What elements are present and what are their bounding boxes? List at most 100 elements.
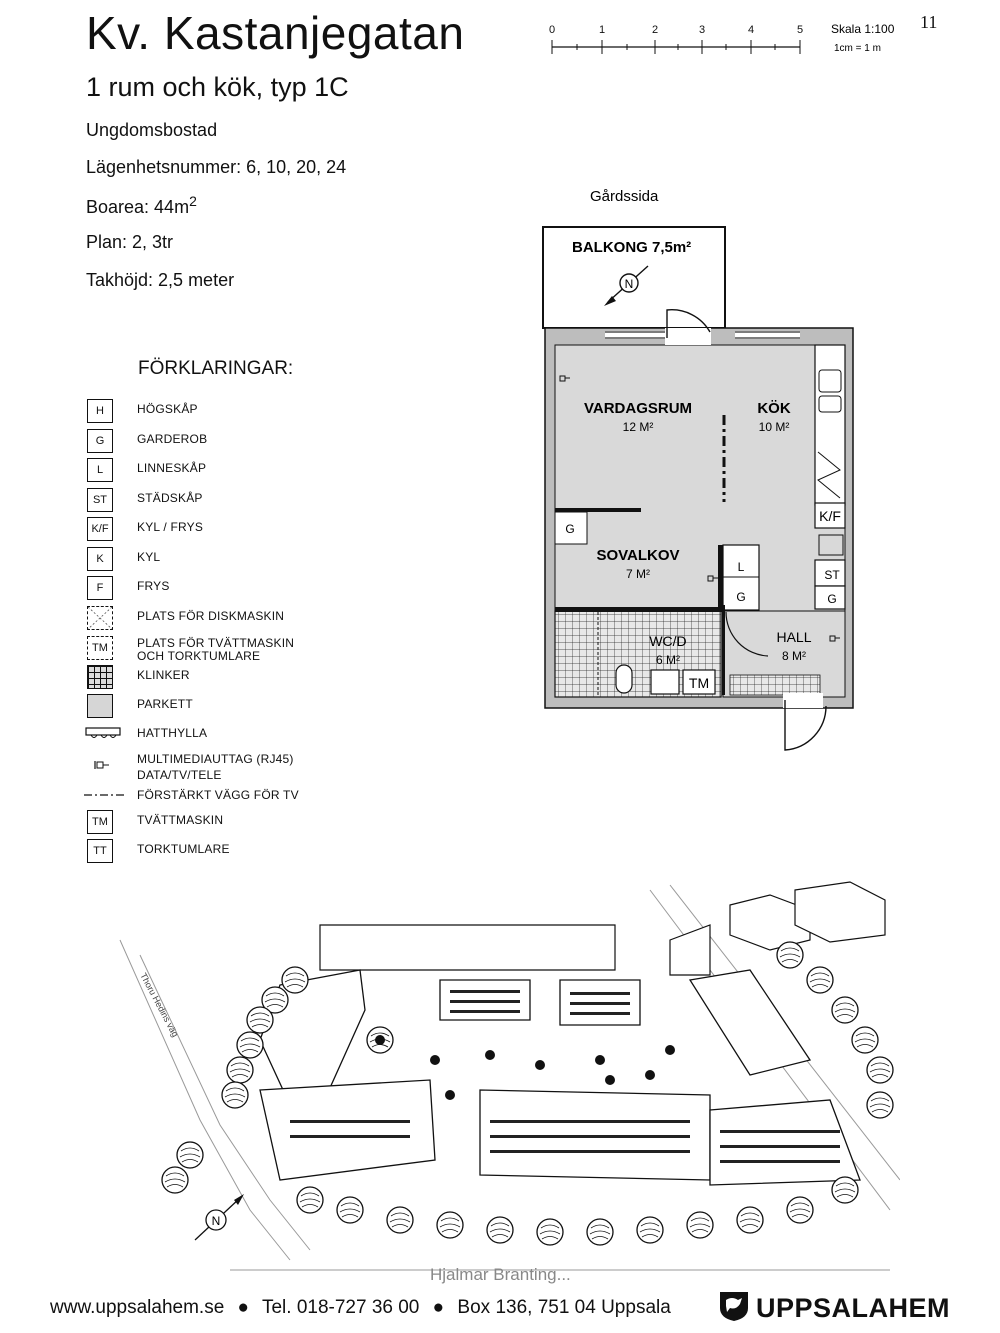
- dishwasher-icon: [817, 451, 841, 499]
- site-north-arrow-icon: N: [194, 1194, 244, 1241]
- wardrobe-alcove: [554, 511, 588, 545]
- footer-phone: Tel. 018-727 36 00: [261, 1297, 420, 1318]
- fridge-freezer: [814, 502, 846, 529]
- site-plan-illustration: Thoru Hedins väg Hjalmar Branting...: [119, 881, 900, 1284]
- living-area-text: Boarea: 44m: [86, 197, 190, 217]
- scale-label: Skala 1:100: [831, 22, 895, 36]
- rj45-outlet-icon: [94, 761, 109, 769]
- legend-item-stadskap: ST STÄDSKÅP: [84, 488, 344, 514]
- stove-icon: [818, 369, 842, 393]
- legend-item-multimedia: MULTIMEDIAUTTAG (RJ45) DATA/TV/TELE: [84, 752, 344, 782]
- apartment-numbers: Lägenhetsnummer: 6, 10, 20, 24: [86, 157, 347, 177]
- page-number: 11: [920, 12, 938, 32]
- footer-address: Box 136, 751 04 Uppsala: [457, 1297, 671, 1318]
- floor-plan-level: Plan: 2, 3tr: [86, 232, 174, 252]
- bath-partition: [718, 545, 723, 612]
- ceiling-height: Takhöjd: 2,5 meter: [86, 270, 235, 290]
- apartment-type: 1 rum och kök, typ 1C: [86, 72, 349, 102]
- legend-item-torktumlare: TT TORKTUMLARE: [84, 839, 344, 865]
- tile-pattern-symbol: [87, 665, 113, 689]
- footer-contact: www.uppsalahem.se ● Tel. 018-727 36 00 ●…: [50, 1297, 671, 1318]
- living-area-sup: 2: [189, 193, 197, 209]
- scale-tick-3: 3: [699, 24, 705, 36]
- dishwasher-symbol: [87, 606, 113, 630]
- wardrobe-alcove-label: G: [565, 522, 574, 536]
- wc-door: [725, 611, 769, 657]
- legend-label: KYL / FRYS: [137, 520, 204, 534]
- cleaning-cabinet-label: ST: [824, 568, 840, 582]
- legend-symbol: G: [87, 429, 113, 453]
- building-east-wing: [688, 969, 812, 1076]
- entrance-opening: [783, 693, 823, 708]
- hall-label: HALL: [776, 629, 811, 645]
- legend-label: KLINKER: [137, 668, 190, 682]
- legend-label: TORKTUMLARE: [137, 842, 230, 856]
- sleeping-alcove-area: 7 M²: [626, 567, 650, 581]
- uppsalahem-logo: UPPSALAHEM: [718, 1290, 950, 1324]
- front-door: [784, 700, 827, 751]
- lion-shield-icon: [720, 1292, 748, 1321]
- legend-symbol: ST: [87, 488, 113, 512]
- living-room-area: 12 M²: [623, 420, 654, 434]
- parquet-symbol: [87, 694, 113, 718]
- legend-label: FRYS: [137, 579, 170, 593]
- scale-tick-5: 5: [797, 24, 803, 36]
- legend-label: STÄDSKÅP: [137, 491, 203, 505]
- fridge-freezer-label: K/F: [819, 508, 841, 524]
- legend-symbol: L: [87, 458, 113, 482]
- legend-label: KYL: [137, 550, 161, 564]
- wc-label: WC/D: [649, 633, 686, 649]
- hat-shelf-icon: [85, 727, 121, 738]
- legend-item-klinker: KLINKER: [84, 665, 344, 691]
- oven-icon: [818, 534, 844, 556]
- legend-item-diskmaskin: PLATS FÖR DISKMASKIN: [84, 606, 344, 632]
- legend-item-forstarkt-vagg: FÖRSTÄRKT VÄGG FÖR TV: [84, 785, 344, 811]
- building-south-west: [259, 1079, 436, 1181]
- page-title: Kv. Kastanjegatan: [86, 7, 465, 59]
- floor-plan: Gårdssida BALKONG 7,5m² N K/F ST G G: [542, 188, 854, 751]
- north-arrow-icon: N: [604, 265, 649, 306]
- scale-tick-1: 1: [599, 24, 605, 36]
- legend-item-tvattmaskin: TM TVÄTTMASKIN: [84, 810, 344, 836]
- wc-area: 6 M²: [656, 653, 680, 667]
- legend-item-parkett: PARKETT: [84, 694, 344, 720]
- washbasin-icon: [650, 669, 680, 695]
- washing-machine-label: TM: [689, 675, 709, 691]
- site-north-label: N: [212, 1214, 221, 1228]
- balcony-door: [666, 309, 711, 338]
- legend-item-hogskap: H HÖGSKÅP: [84, 399, 344, 425]
- legend-symbol: TT: [87, 839, 113, 863]
- sink-icon: [818, 395, 842, 413]
- street-label-bottom: Hjalmar Branting...: [430, 1265, 571, 1284]
- parquet-floor: [554, 344, 846, 612]
- logo-text: UPPSALAHEM: [756, 1293, 951, 1323]
- legend-item-hatthylla: HATTHYLLA: [84, 723, 344, 749]
- kitchen-counter: [814, 344, 846, 506]
- housing-type: Ungdomsbostad: [86, 120, 218, 140]
- wardrobe-hall: [814, 585, 846, 610]
- building-south-east: [709, 1099, 861, 1186]
- living-room-label: VARDAGSRUM: [584, 400, 692, 417]
- legend-label: TVÄTTMASKIN: [137, 813, 224, 827]
- legend-item-linneskap: L LINNESKÅP: [84, 458, 344, 484]
- washing-machine-box: [682, 669, 716, 695]
- toilet-icon: [615, 664, 633, 694]
- footer-website[interactable]: www.uppsalahem.se: [50, 1297, 225, 1318]
- hall-area: 8 M²: [782, 649, 806, 663]
- legend-label: LINNESKÅP: [137, 461, 207, 475]
- kitchen-label: KÖK: [757, 400, 791, 417]
- wardrobe-hall-label: G: [827, 592, 836, 606]
- scale-sublabel: 1cm = 1 m: [834, 43, 881, 54]
- legend-label: FÖRSTÄRKT VÄGG FÖR TV: [137, 788, 299, 802]
- legend-item-tvattmaskin-plats: TM PLATS FÖR TVÄTTMASKIN OCH TORKTUMLARE: [84, 636, 344, 663]
- scale-tick-0: 0: [549, 24, 555, 36]
- balcony-label: BALKONG 7,5m²: [572, 239, 691, 256]
- legend-label: PARKETT: [137, 697, 193, 711]
- kitchen-area: 10 M²: [759, 420, 790, 434]
- legend-symbol: K: [87, 547, 113, 571]
- courtyard-label: Gårdssida: [590, 188, 659, 205]
- wc-wall: [555, 607, 723, 612]
- legend-item-garderob: G GARDEROB: [84, 429, 344, 455]
- legend-symbol: H: [87, 399, 113, 423]
- legend-symbol: TM: [87, 810, 113, 834]
